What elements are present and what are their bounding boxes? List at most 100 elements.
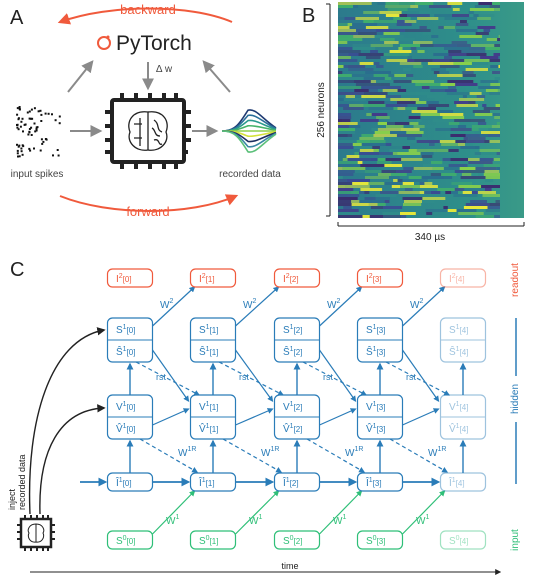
heatmap-cell bbox=[483, 107, 500, 110]
heatmap-cell bbox=[400, 212, 416, 215]
node-box: I2[0] bbox=[106, 268, 154, 288]
heatmap-cell bbox=[420, 113, 440, 116]
heatmap-cell bbox=[435, 128, 451, 131]
heatmap-cell bbox=[496, 122, 500, 125]
svg-text:V1[1]: V1[1] bbox=[199, 401, 218, 413]
heatmap-cell bbox=[338, 170, 355, 173]
spike-dot bbox=[17, 155, 19, 158]
heatmap-cell bbox=[338, 185, 345, 188]
node-box: V1[4]V̂1[4] bbox=[439, 394, 487, 440]
heatmap-cell bbox=[433, 71, 440, 74]
heatmap-cell bbox=[407, 137, 416, 140]
heatmap-cell bbox=[421, 176, 445, 179]
heatmap-cell bbox=[338, 92, 364, 95]
heatmap-cell bbox=[472, 125, 492, 128]
heatmap-cell bbox=[444, 17, 458, 20]
heatmap-cell bbox=[377, 128, 401, 131]
heatmap-cell bbox=[452, 8, 460, 11]
heatmap-cell bbox=[426, 101, 439, 104]
heatmap-cell bbox=[467, 164, 484, 167]
heatmap-cell bbox=[389, 176, 400, 179]
heatmap-cell bbox=[352, 23, 378, 26]
heatmap-cell bbox=[342, 167, 366, 170]
node-box: I2[1] bbox=[189, 268, 237, 288]
heatmap-cell bbox=[390, 131, 407, 134]
heatmap-cell bbox=[338, 23, 348, 26]
heatmap-cell bbox=[454, 170, 464, 173]
heatmap-cell bbox=[418, 5, 429, 8]
heatmap-cell bbox=[444, 47, 470, 50]
node-box: S0[2] bbox=[273, 530, 321, 550]
heatmap-cell bbox=[474, 152, 481, 155]
heatmap-cell bbox=[392, 152, 398, 155]
weight-label: W1R bbox=[261, 446, 279, 459]
spike-dot bbox=[35, 129, 38, 132]
heatmap-cell bbox=[430, 89, 445, 92]
heatmap-cell bbox=[363, 11, 380, 14]
y-axis-bracket bbox=[326, 3, 331, 217]
inject-label: inject bbox=[7, 488, 17, 510]
heatmap-cell bbox=[416, 149, 437, 152]
connection-arrow bbox=[389, 438, 449, 473]
heatmap-cell bbox=[437, 110, 454, 113]
heatmap-cell bbox=[397, 107, 406, 110]
heatmap-cell bbox=[460, 20, 467, 23]
heatmap-cell bbox=[444, 56, 453, 59]
heatmap-cell bbox=[384, 41, 399, 44]
connection-arrow bbox=[319, 490, 363, 535]
heatmap-cell bbox=[353, 5, 359, 8]
heatmap-cell bbox=[458, 185, 482, 188]
heatmap-cell bbox=[460, 146, 475, 149]
spike-dot bbox=[57, 154, 60, 157]
heatmap-cell bbox=[480, 80, 499, 83]
heatmap-cell bbox=[354, 89, 369, 92]
heatmap-cell bbox=[338, 53, 349, 56]
spike-dot bbox=[26, 111, 29, 114]
heatmap-cell bbox=[468, 158, 480, 161]
heatmap-cell bbox=[442, 158, 451, 161]
heatmap-cell bbox=[422, 197, 446, 200]
heatmap-cell bbox=[373, 62, 380, 65]
heatmap-cell bbox=[463, 170, 485, 173]
weight-label: W2 bbox=[327, 298, 340, 311]
heatmap-cell bbox=[494, 44, 500, 47]
heatmap-cell bbox=[374, 35, 385, 38]
heatmap-cell bbox=[397, 152, 421, 155]
time-label: time bbox=[281, 561, 298, 571]
heatmap-cell bbox=[342, 158, 348, 161]
heatmap-cell bbox=[439, 65, 460, 68]
heatmap-cell bbox=[338, 164, 361, 167]
heatmap-cell bbox=[354, 170, 365, 173]
heatmap-cell bbox=[358, 53, 384, 56]
heatmap bbox=[338, 2, 524, 218]
node-box: S0[1] bbox=[189, 530, 237, 550]
heatmap-cell bbox=[343, 206, 352, 209]
heatmap-cell bbox=[430, 173, 442, 176]
spike-dot bbox=[28, 110, 31, 113]
heatmap-cell bbox=[352, 44, 371, 47]
svg-text:V̂1[3]: V̂1[3] bbox=[366, 421, 385, 435]
weight-label: W2 bbox=[160, 298, 173, 311]
weight-label: W1R bbox=[345, 446, 363, 459]
heatmap-cell bbox=[363, 104, 386, 107]
heatmap-cell bbox=[421, 155, 433, 158]
spike-dot bbox=[21, 144, 24, 147]
heatmap-cell bbox=[485, 209, 500, 212]
heatmap-cell bbox=[364, 170, 382, 173]
connection-arrow bbox=[152, 286, 196, 327]
heatmap-cell bbox=[338, 146, 354, 149]
input-layer-label: input bbox=[510, 529, 521, 551]
heatmap-cell bbox=[360, 188, 383, 191]
heatmap-cell bbox=[493, 158, 500, 161]
heatmap-cell bbox=[489, 140, 500, 143]
heatmap-cell bbox=[386, 125, 404, 128]
heatmap-cell bbox=[349, 104, 364, 107]
heatmap-cell bbox=[359, 191, 365, 194]
heatmap-cell bbox=[359, 137, 385, 140]
heatmap-cell bbox=[353, 146, 373, 149]
connection-arrow bbox=[152, 349, 190, 402]
heatmap-cell bbox=[401, 158, 423, 161]
svg-text:I2[1]: I2[1] bbox=[199, 273, 215, 285]
heatmap-cell bbox=[361, 143, 386, 146]
heatmap-cell bbox=[479, 158, 494, 161]
